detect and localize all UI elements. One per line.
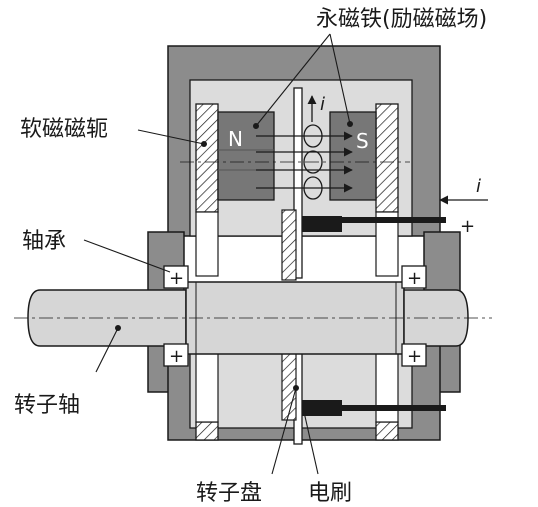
plus-sign-label: + — [460, 216, 475, 237]
soft-yoke — [195, 103, 399, 441]
field-lines — [256, 131, 353, 193]
leader-lines — [83, 33, 351, 475]
pole-n-label: N — [228, 127, 243, 151]
svg-text:+: + — [407, 268, 422, 289]
permanent-magnet-label: 永磁铁(励磁磁场) — [316, 7, 487, 32]
brush-lower — [302, 400, 446, 416]
svg-text:+: + — [169, 268, 184, 289]
bearings: + + + + — [163, 265, 427, 367]
svg-text:+: + — [169, 346, 184, 367]
rotor-disk-label: 转子盘 — [196, 481, 262, 506]
rotor-shaft-label: 转子轴 — [14, 393, 80, 418]
eddy-loop-icon — [303, 124, 323, 200]
svg-text:+: + — [407, 346, 422, 367]
permanent-magnet-n — [217, 111, 275, 201]
pole-s-label: S — [356, 129, 369, 153]
soft-yoke-label: 软磁磁轭 — [20, 117, 108, 142]
brush-upper — [302, 216, 446, 232]
current-i-ext-label: i — [476, 176, 481, 197]
bearing-label: 轴承 — [22, 229, 66, 254]
permanent-magnet-s — [329, 111, 377, 201]
rotor-shaft — [14, 161, 492, 355]
brush-label: 电刷 — [308, 481, 352, 506]
current-i-disk-label: i — [320, 94, 325, 115]
leader-dots — [115, 121, 353, 391]
